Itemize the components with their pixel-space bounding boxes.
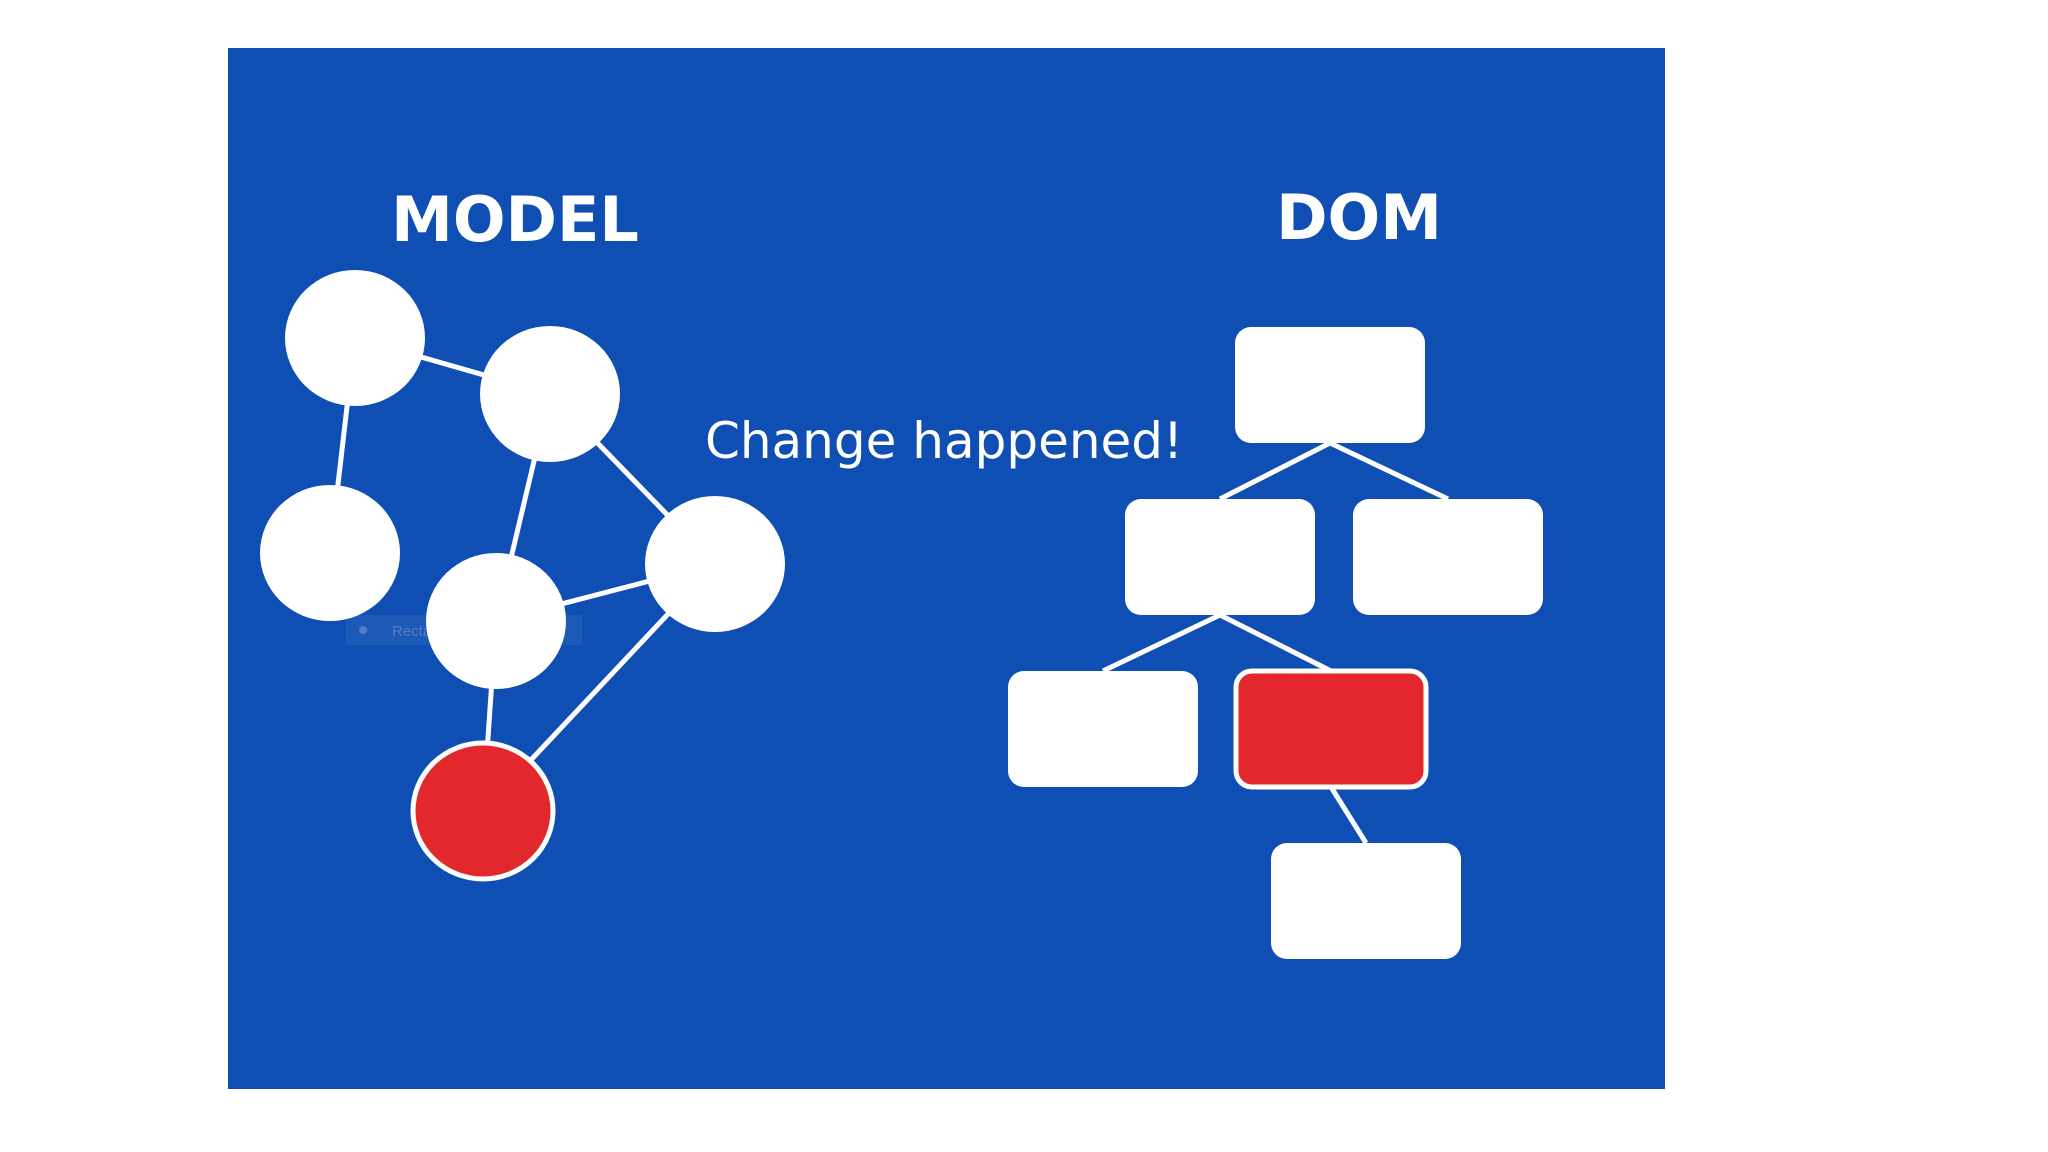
- dom-edges: [1101, 440, 1450, 845]
- dom-edge: [1218, 612, 1333, 674]
- dom-node-child-left: [1125, 499, 1315, 615]
- change-message: Change happened!: [705, 412, 1183, 470]
- model-node: [426, 553, 566, 689]
- dom-edge: [1328, 785, 1369, 845]
- model-nodes: [260, 270, 785, 882]
- model-node: [285, 270, 425, 406]
- dom-node-grandchild-left: [1008, 671, 1198, 787]
- dom-node-great-grandchild: [1271, 843, 1461, 959]
- model-node: [260, 485, 400, 621]
- snip-dot-icon: [359, 626, 367, 634]
- dom-nodes: [1008, 327, 1543, 959]
- dom-node-root: [1235, 327, 1425, 443]
- model-node: [645, 496, 785, 632]
- dom-edge: [1328, 440, 1450, 502]
- model-node-changed: [410, 740, 556, 882]
- dom-node-child-right: [1353, 499, 1543, 615]
- slide-canvas: MODEL DOM Change happened! Rectangular S…: [228, 48, 1665, 1089]
- model-title: MODEL: [391, 183, 639, 256]
- dom-node-changed: [1233, 668, 1429, 790]
- model-node: [480, 326, 620, 462]
- slide: MODEL DOM Change happened! Rectangular S…: [228, 48, 1665, 1089]
- dom-edge: [1218, 440, 1332, 502]
- dom-edge: [1101, 612, 1222, 674]
- dom-title: DOM: [1276, 181, 1442, 254]
